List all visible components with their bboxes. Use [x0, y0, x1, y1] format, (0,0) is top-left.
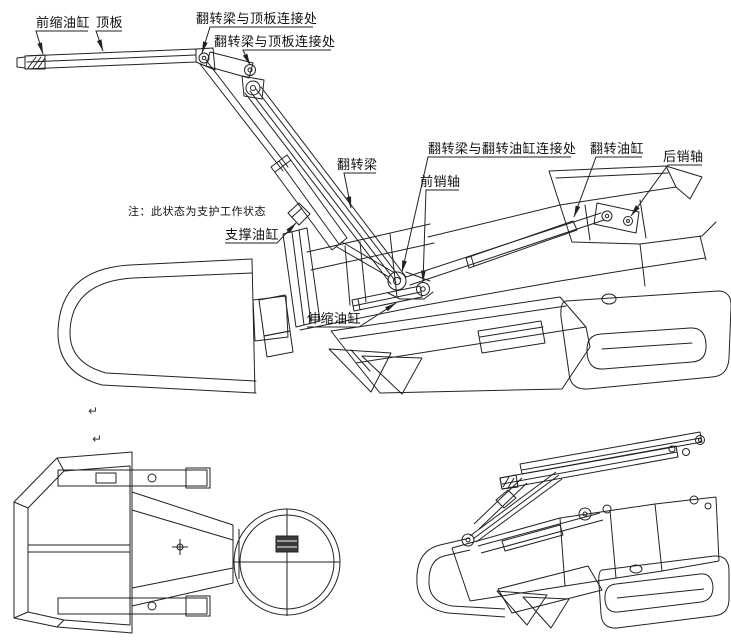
label-support-cylinder: 支撑油缸 [225, 227, 280, 242]
leader-front-pin-shaft [420, 189, 459, 283]
telescopic-cylinder [351, 285, 423, 312]
cutting-head-circle [233, 508, 341, 616]
leader-flip-cylinder-joint [401, 156, 571, 273]
crawler-track [560, 290, 731, 390]
secondary-side-view [416, 431, 730, 629]
leader-support-cylinder [225, 222, 297, 244]
main-side-view [16, 47, 731, 395]
leader-joint-1 [201, 26, 313, 54]
secondary-track [598, 555, 730, 629]
secondary-chassis [451, 495, 720, 602]
support-cylinder [199, 59, 394, 278]
label-flip-beam: 翻转梁 [337, 157, 378, 172]
label-telescopic-cylinder: 伸缩油缸 [307, 311, 362, 326]
return-mark-2: ↵ [92, 432, 103, 446]
flip-cylinder [405, 202, 640, 286]
front-shield [57, 258, 289, 394]
leader-front-retraction-cylinder [35, 30, 88, 55]
machine-chassis [258, 204, 717, 358]
top-view-beams [57, 467, 211, 617]
label-flip-beam-top-plate-joint-1: 翻转梁与顶板连接处 [196, 11, 318, 26]
label-flip-beam-flip-cylinder-joint: 翻转梁与翻转油缸连接处 [428, 141, 577, 156]
loading-apron [328, 296, 591, 395]
label-state-note: 注：此状态为支护工作状态 [128, 206, 266, 218]
label-rear-pin-shaft: 后销轴 [663, 149, 704, 164]
label-flip-cylinder: 翻转油缸 [590, 141, 645, 156]
leader-joint-2 [242, 49, 331, 66]
leader-rear-pin-shaft [630, 164, 702, 217]
leader-flip-beam [343, 172, 376, 209]
label-front-retraction-cylinder: 前缩油缸 [36, 15, 91, 30]
label-top-plate: 顶板 [96, 15, 124, 30]
label-front-pin-shaft: 前销轴 [420, 174, 461, 189]
leader-top-plate [95, 30, 122, 52]
leader-telescopic-cylinder [307, 302, 397, 328]
top-plate-beam [16, 48, 197, 70]
folded-top-plates [499, 431, 705, 490]
top-view-frame [131, 491, 240, 607]
secondary-apron [496, 565, 603, 629]
rear-top-plate [427, 165, 703, 241]
flip-beam [244, 86, 407, 285]
secondary-shield [416, 537, 506, 618]
return-mark-1: ↵ [88, 404, 99, 418]
folded-flip-beam [461, 471, 563, 547]
leader-flip-cylinder [573, 156, 642, 218]
shield-ring-top-view [13, 451, 133, 634]
top-view [13, 451, 341, 634]
label-flip-beam-top-plate-joint-2: 翻转梁与顶板连接处 [214, 34, 336, 49]
leader-lines [35, 26, 702, 328]
